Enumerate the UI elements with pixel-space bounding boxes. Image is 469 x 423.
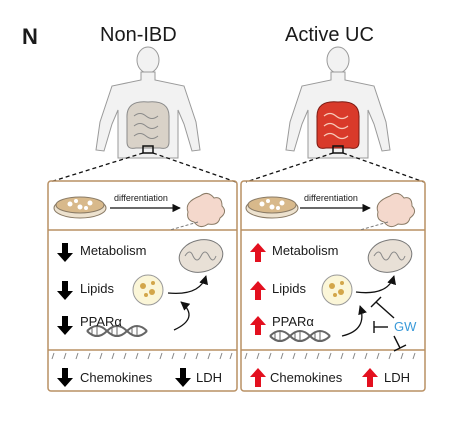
up-arrow-icon bbox=[362, 368, 378, 387]
lipid-droplet-icon bbox=[132, 274, 164, 306]
organoid-icon bbox=[376, 192, 416, 228]
colon-icon bbox=[316, 101, 360, 154]
down-arrow-icon bbox=[175, 368, 191, 387]
body-silhouette-right bbox=[285, 46, 391, 159]
up-arrow-icon bbox=[250, 281, 266, 300]
lipid-droplet-icon bbox=[321, 274, 353, 306]
item-ppar-left: PPARα bbox=[80, 314, 122, 329]
body-silhouette-left bbox=[95, 46, 201, 159]
bottom-ldh-left: LDH bbox=[196, 370, 223, 385]
bottom-ldh-right: LDH bbox=[384, 370, 411, 385]
mitochondrion-icon bbox=[367, 239, 413, 273]
up-arrow-icon bbox=[250, 316, 266, 335]
down-arrow-icon bbox=[57, 243, 73, 262]
bottom-chemokines-right: Chemokines bbox=[270, 370, 343, 385]
group-title-left: Non-IBD bbox=[100, 24, 177, 46]
up-arrow-icon bbox=[250, 368, 266, 387]
group-title-right: Active UC bbox=[285, 24, 374, 46]
colon-icon bbox=[126, 101, 170, 154]
item-lipids-left: Lipids bbox=[80, 281, 114, 296]
panel-right bbox=[240, 180, 426, 392]
dna-icon bbox=[269, 330, 331, 342]
organoid-icon bbox=[186, 192, 226, 228]
panel-label: N bbox=[22, 24, 38, 49]
differentiation-label-right: differentiation bbox=[304, 193, 358, 203]
panel-left bbox=[47, 180, 238, 392]
up-arrow-icon bbox=[250, 243, 266, 262]
mitochondrion-icon bbox=[178, 239, 224, 273]
inhibitor-gw-label: GW bbox=[394, 319, 417, 334]
bottom-chemokines-left: Chemokines bbox=[80, 370, 153, 385]
epithelium-hatch bbox=[244, 352, 416, 360]
item-metabolism-right: Metabolism bbox=[272, 243, 339, 258]
item-metabolism-left: Metabolism bbox=[80, 243, 147, 258]
item-lipids-right: Lipids bbox=[272, 281, 306, 296]
down-arrow-icon bbox=[57, 316, 73, 335]
inhibition-icon bbox=[370, 296, 407, 352]
down-arrow-icon bbox=[57, 368, 73, 387]
item-ppar-right: PPARα bbox=[272, 314, 314, 329]
down-arrow-icon bbox=[57, 281, 73, 300]
petri-dish-icon bbox=[53, 196, 107, 219]
petri-dish-icon bbox=[245, 196, 299, 219]
dna-icon bbox=[86, 325, 148, 337]
epithelium-hatch bbox=[51, 352, 233, 360]
differentiation-label-left: differentiation bbox=[114, 193, 168, 203]
